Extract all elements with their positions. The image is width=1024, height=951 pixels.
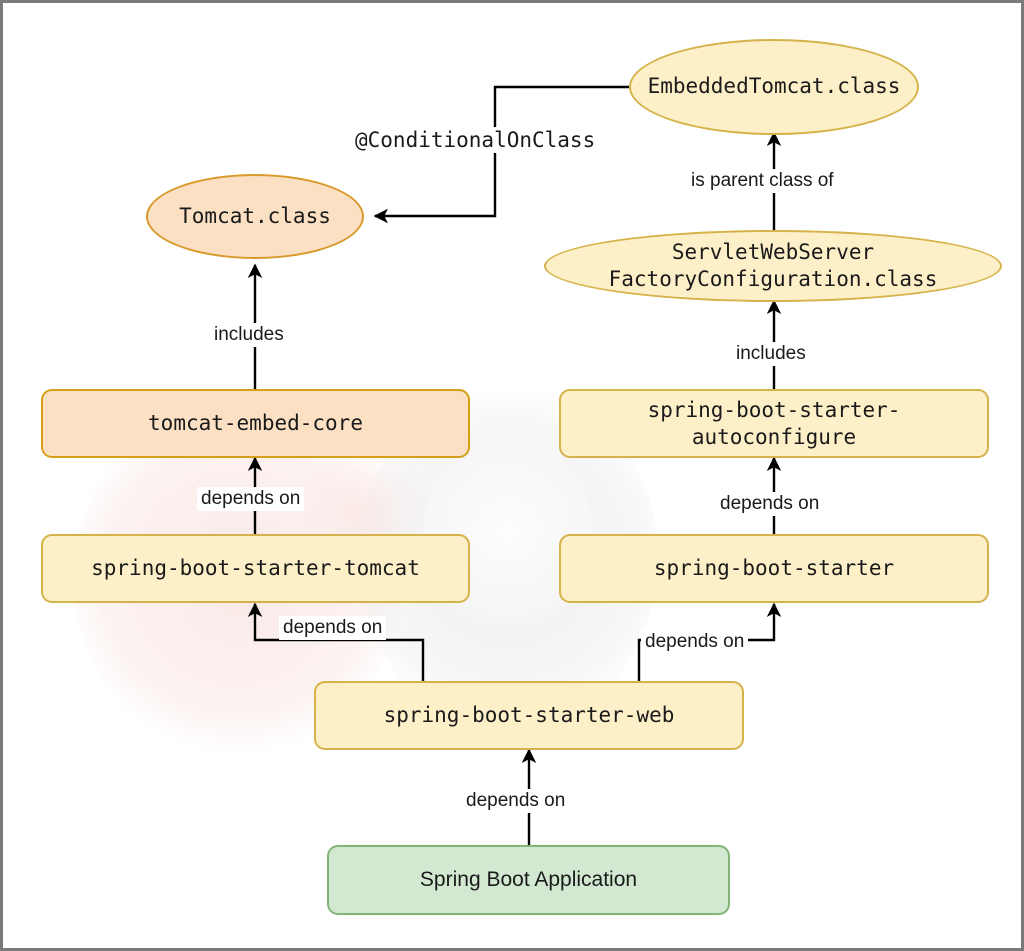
edge-label-autoconfigure-includes: includes <box>732 342 810 366</box>
edge-label-text: depends on <box>645 631 745 652</box>
edge-label-web-depends-on-starter-tomcat: depends on <box>279 616 387 640</box>
node-servlet-web-server-factory-configuration-class[interactable]: ServletWebServer FactoryConfiguration.cl… <box>544 230 1002 302</box>
edge-label-starter-depends-on-autoconfigure: depends on <box>716 492 824 516</box>
node-label-line2: autoconfigure <box>691 424 857 449</box>
edge-label-text: depends on <box>283 617 383 638</box>
edge-label-text: depends on <box>720 493 820 514</box>
node-tomcat-embed-core[interactable]: tomcat-embed-core <box>41 389 470 458</box>
node-label: spring-boot-starter <box>653 556 895 581</box>
edge-label-web-depends-on-starter: depends on <box>641 630 749 654</box>
node-spring-boot-starter-autoconfigure[interactable]: spring-boot-starter- autoconfigure <box>559 389 989 458</box>
node-tomcat-class[interactable]: Tomcat.class <box>146 174 364 259</box>
node-label: spring-boot-starter-web <box>383 703 675 728</box>
node-spring-boot-application[interactable]: Spring Boot Application <box>327 845 730 915</box>
edge-label-text: is parent class of <box>691 170 834 191</box>
background-watermark-highlight <box>423 433 593 633</box>
node-embedded-tomcat-class[interactable]: EmbeddedTomcat.class <box>629 39 919 135</box>
node-label-wrapper: spring-boot-starter- autoconfigure <box>648 397 901 451</box>
node-label-line2: FactoryConfiguration.class <box>608 267 938 291</box>
node-label-line1: spring-boot-starter- <box>647 397 901 422</box>
node-label: EmbeddedTomcat.class <box>647 74 901 99</box>
edge-label-conditional-on-class: @ConditionalOnClass <box>351 127 600 153</box>
edge-label-starter-tomcat-depends-on: depends on <box>197 487 305 511</box>
edge-label-tomcat-embed-core-includes: includes <box>210 323 288 347</box>
node-spring-boot-starter-web[interactable]: spring-boot-starter-web <box>314 681 744 750</box>
node-label: spring-boot-starter-tomcat <box>91 556 420 581</box>
node-label: tomcat-embed-core <box>148 411 363 436</box>
edge-label-text: @ConditionalOnClass <box>355 128 596 152</box>
node-label-wrapper: ServletWebServer FactoryConfiguration.cl… <box>609 239 938 294</box>
node-label-line1: ServletWebServer <box>671 239 875 264</box>
node-label: Spring Boot Application <box>419 867 638 891</box>
node-spring-boot-starter-tomcat[interactable]: spring-boot-starter-tomcat <box>41 534 470 603</box>
edge-label-text: depends on <box>466 790 566 811</box>
edge-label-app-depends-on-web: depends on <box>462 789 570 813</box>
edge-label-text: includes <box>214 324 284 345</box>
edge-label-text: includes <box>736 343 806 364</box>
node-label: Tomcat.class <box>179 203 331 228</box>
edge-label-is-parent-class-of: is parent class of <box>687 169 838 193</box>
node-spring-boot-starter[interactable]: spring-boot-starter <box>559 534 989 603</box>
edge-label-text: depends on <box>201 488 301 509</box>
